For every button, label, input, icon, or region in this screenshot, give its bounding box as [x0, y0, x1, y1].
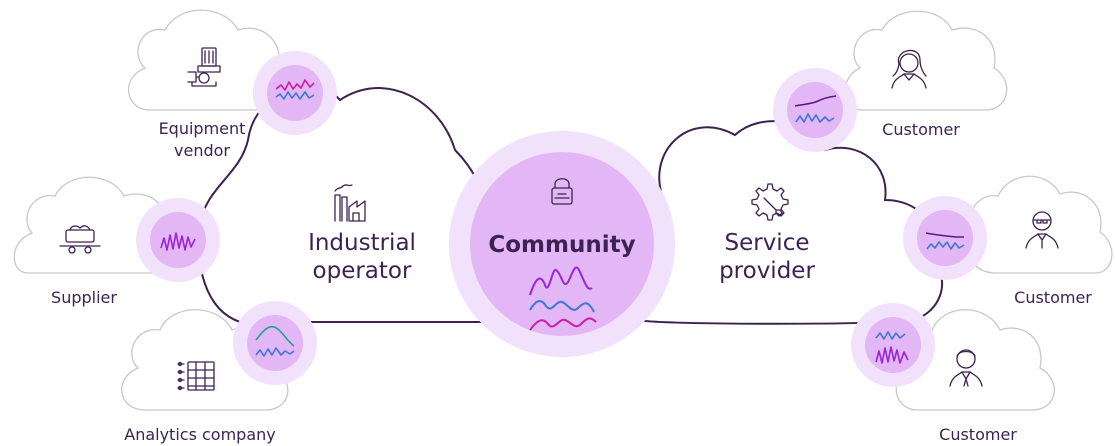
node-customer-1	[773, 68, 857, 152]
gear-wrench-icon	[751, 183, 789, 221]
equipment-vendor-label-line2: vendor	[174, 141, 230, 160]
analytics-company-label: Analytics company	[124, 425, 275, 444]
industrial-operator-label-line2: operator	[313, 258, 412, 284]
cloud-customer-2	[966, 175, 1113, 274]
cloud-customer-1	[844, 10, 1008, 111]
wave-icon-equipment-vendor	[275, 79, 315, 100]
man-avatar-icon	[949, 349, 983, 387]
customer-3-label: Customer	[939, 425, 1017, 444]
equipment-vendor-label-line1: Equipment	[159, 119, 246, 138]
woman-avatar-icon	[891, 49, 927, 89]
customer-1-label: Customer	[882, 120, 960, 139]
community-node	[449, 131, 675, 357]
mine-cart-icon	[59, 225, 101, 254]
wave-icon-supplier	[160, 232, 196, 251]
data-table-icon	[177, 361, 215, 391]
service-provider-label-line2: provider	[719, 258, 815, 284]
service-provider-label-line1: Service	[724, 230, 809, 256]
supplier-label: Supplier	[51, 288, 117, 307]
community-label: Community	[488, 232, 635, 258]
lock-icon	[551, 178, 573, 205]
node-customer-2	[903, 196, 987, 280]
industrial-operator-label-line1: Industrial	[308, 230, 416, 256]
cloud-service-provider	[634, 120, 944, 325]
wave-icon-customer-1	[794, 95, 837, 123]
pump-icon	[187, 47, 221, 87]
wave-icon-community	[529, 266, 597, 331]
factory-icon	[334, 184, 366, 222]
wave-icon-customer-3	[875, 331, 909, 364]
wave-icon-analytics-company	[255, 325, 295, 357]
node-customer-3	[851, 303, 935, 387]
customer-2-label: Customer	[1014, 288, 1092, 307]
node-analytics-company	[233, 301, 317, 385]
man-glasses-avatar-icon	[1025, 211, 1059, 249]
wave-icon-customer-2	[925, 232, 965, 250]
